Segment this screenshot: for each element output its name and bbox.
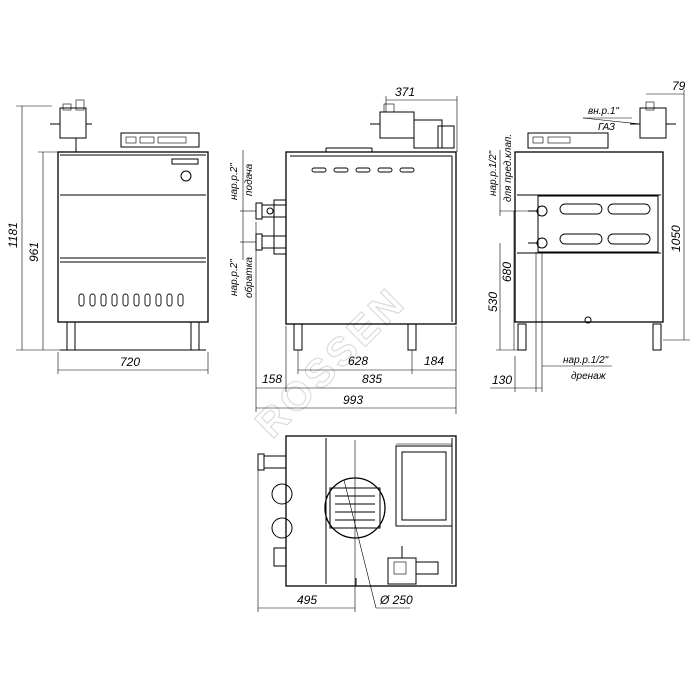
front-sight-glass bbox=[180, 170, 192, 182]
front-gas-valve bbox=[59, 107, 87, 139]
front-view: 1181 961 720 bbox=[6, 99, 209, 374]
rear-exchanger bbox=[537, 195, 659, 253]
return-label-2: обратка bbox=[243, 257, 255, 298]
dim-79: 79 bbox=[672, 79, 686, 93]
drain-label-1: нар.р.1/2" bbox=[563, 355, 609, 366]
side-gas-valve bbox=[379, 111, 415, 139]
front-leg-left bbox=[66, 321, 76, 351]
front-leg-right bbox=[190, 321, 200, 351]
top-body bbox=[285, 435, 457, 587]
dim-1050: 1050 bbox=[669, 225, 683, 252]
dim-835: 835 bbox=[362, 372, 382, 386]
dim-184: 184 bbox=[424, 354, 444, 368]
rear-leg-left bbox=[517, 323, 527, 351]
dim-720: 720 bbox=[120, 355, 140, 369]
dim-371: 371 bbox=[395, 85, 415, 99]
front-badge bbox=[171, 158, 199, 165]
dim-diameter: Ø 250 bbox=[379, 593, 413, 607]
side-leg-left bbox=[293, 323, 303, 351]
supply-label-2: подача bbox=[244, 163, 255, 196]
valve-label-2: для пред.клап. bbox=[503, 134, 514, 202]
watermark: ROSSEN bbox=[247, 279, 415, 447]
rear-control-panel bbox=[527, 132, 609, 149]
dim-530: 530 bbox=[486, 292, 500, 312]
dim-495: 495 bbox=[297, 593, 317, 607]
front-vent-slots bbox=[78, 293, 184, 307]
side-view: 371 нар.р.2" подача нар.р.2" обратка 628… bbox=[229, 85, 458, 414]
rear-drain bbox=[584, 316, 592, 324]
rear-leg-right bbox=[652, 323, 662, 351]
drain-label-2: дренаж bbox=[571, 371, 607, 382]
dim-993: 993 bbox=[343, 393, 363, 407]
front-control-panel bbox=[120, 132, 200, 148]
gas-label-2: ГАЗ bbox=[598, 122, 615, 133]
dim-961: 961 bbox=[27, 242, 41, 262]
dim-158: 158 bbox=[262, 372, 282, 386]
rear-view: 79 вн.р.1" ГАЗ 1050 нар.р.1/2" для пред.… bbox=[486, 79, 690, 392]
gas-label-1: вн.р.1" bbox=[588, 106, 619, 117]
dim-628: 628 bbox=[348, 354, 368, 368]
top-control-box bbox=[395, 445, 453, 527]
dim-680: 680 bbox=[500, 262, 514, 282]
side-leg-right bbox=[407, 323, 417, 351]
dim-130: 130 bbox=[492, 373, 512, 387]
side-louvers bbox=[311, 167, 415, 173]
dim-1181: 1181 bbox=[6, 222, 20, 248]
front-body bbox=[57, 151, 209, 323]
supply-label-1: нар.р.2" bbox=[229, 163, 240, 200]
rear-gas-valve bbox=[639, 107, 667, 139]
rear-body bbox=[514, 151, 664, 323]
valve-label-1: нар.р.1/2" bbox=[488, 150, 499, 196]
top-view: 495 Ø 250 bbox=[257, 435, 457, 612]
return-label-1: нар.р.2" bbox=[229, 259, 240, 296]
